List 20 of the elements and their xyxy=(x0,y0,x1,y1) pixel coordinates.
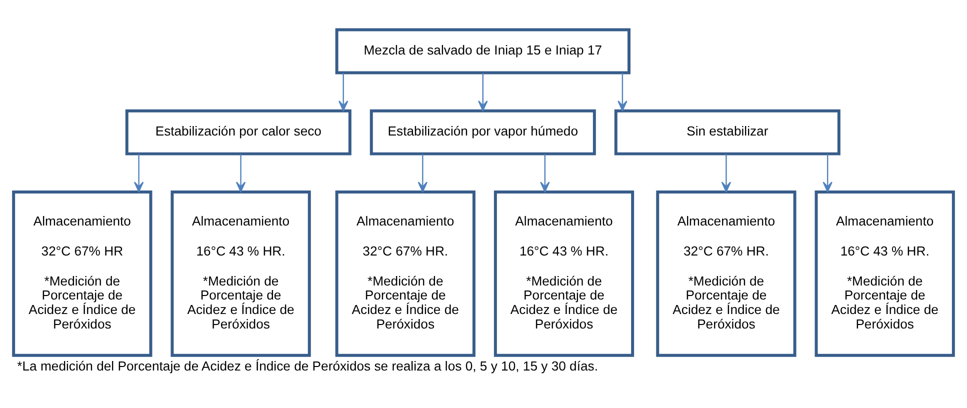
caption: *La medición del Porcentaje de Acidez e Índice de Peróxidos se realiza a los 0, 5 y 10, 15 y 30 días. xyxy=(17,358,598,374)
arrow xyxy=(721,154,732,192)
arrow xyxy=(338,72,348,111)
arrow xyxy=(236,154,246,192)
arrow xyxy=(822,154,832,192)
node-box: Almacenamiento 32°C 67% HR *Medición de Porcentaje de Acidez e Índice de Peróxidos xyxy=(12,190,152,356)
arrow xyxy=(134,154,144,192)
node-box: Almacenamiento 16°C 43 % HR. *Medición de Porcentaje de Acidez e Índice de Peróxidos xyxy=(170,190,311,356)
node-box: Almacenamiento 16°C 43 % HR. *Medición de Porcentaje de Acidez e Índice de Peróxidos xyxy=(814,190,955,356)
node-box: Estabilización por calor seco xyxy=(125,108,352,155)
arrow xyxy=(618,72,628,111)
node-box: Almacenamiento 32°C 67% HR. *Medición de Porcentaje de Acidez e Índice de Peróxidos xyxy=(656,190,796,356)
arrow xyxy=(418,154,428,192)
arrow xyxy=(478,72,488,111)
node-box: Mezcla de salvado de Iniap 15 e Iniap 17 xyxy=(335,28,630,74)
arrow xyxy=(540,154,550,192)
node-box: Sin estabilizar xyxy=(614,108,840,155)
node-box: Almacenamiento 32°C 67% HR. *Medición de Porcentaje de Acidez e Índice de Peróxidos xyxy=(335,190,476,356)
node-box: Estabilización por vapor húmedo xyxy=(370,108,596,155)
node-box: Almacenamiento 16°C 43 % HR. *Medición de Porcentaje de Acidez e Índice de Peróxidos xyxy=(494,190,634,356)
